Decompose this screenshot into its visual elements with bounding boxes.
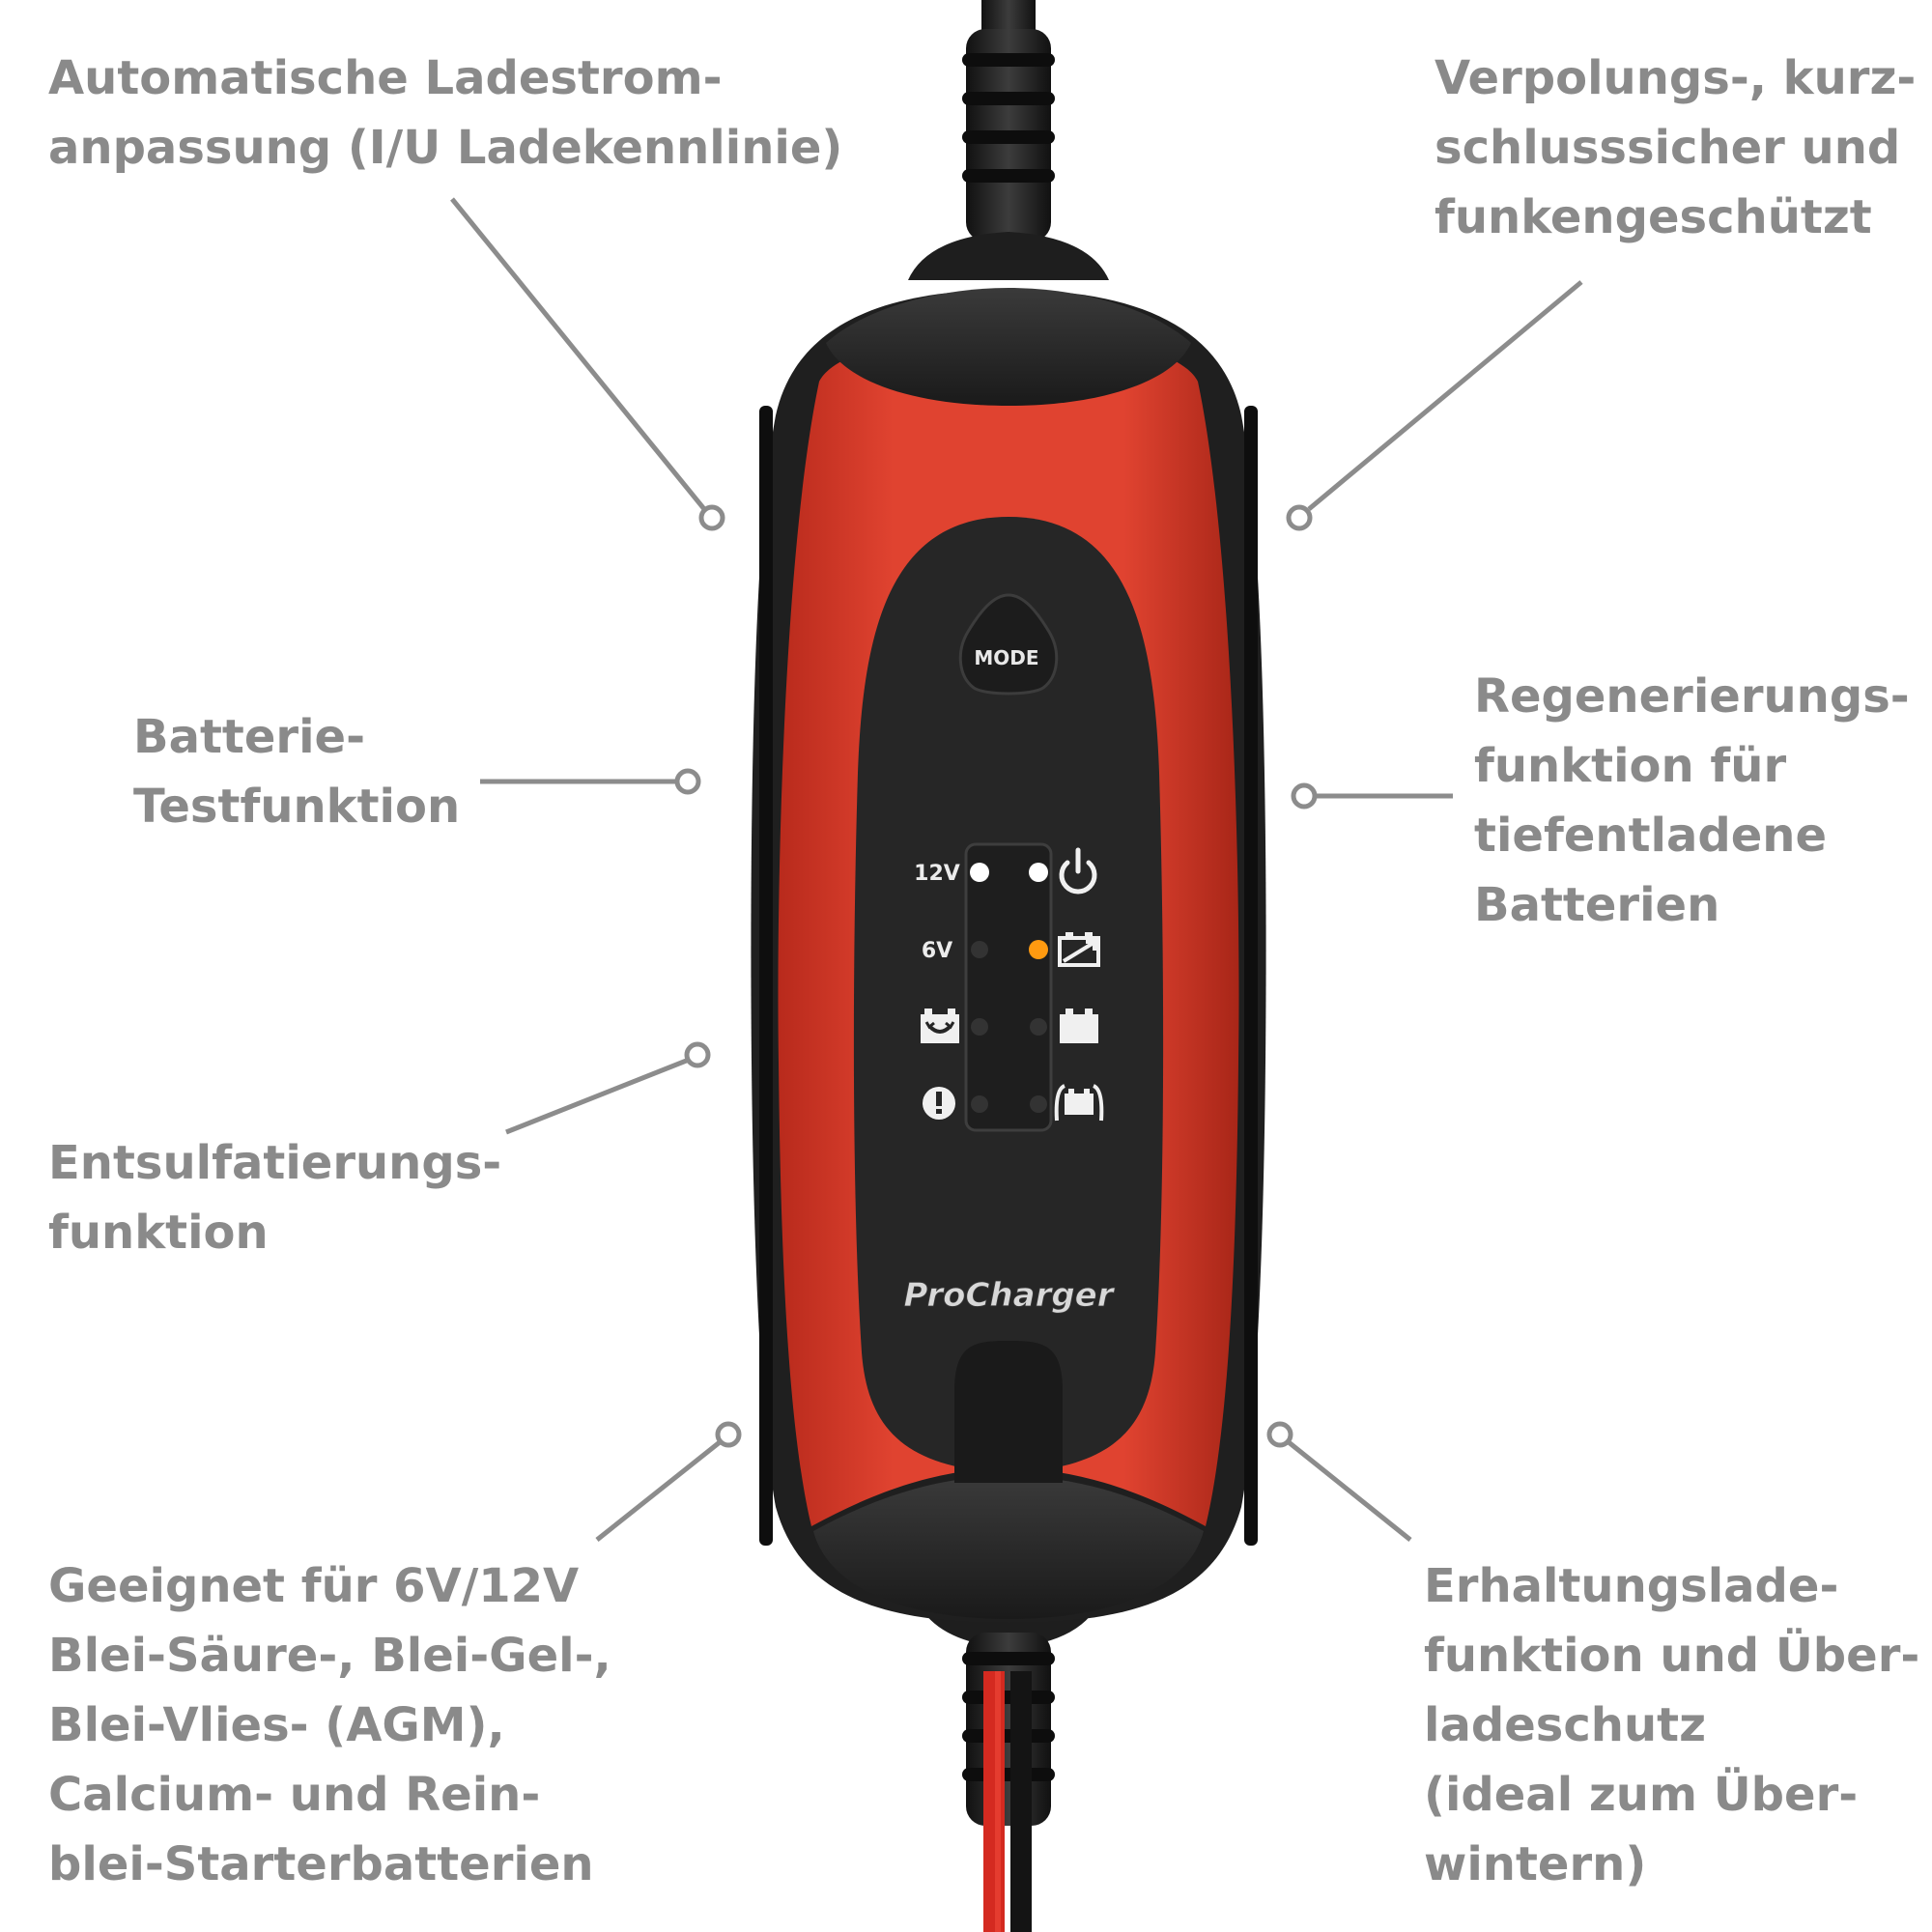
feature-line: Geeignet für 6V/12V <box>48 1559 580 1613</box>
label-12v: 12V <box>914 862 960 886</box>
feature-line: blei-Starterbatterien <box>48 1837 594 1891</box>
full-battery-icon <box>1060 1009 1098 1043</box>
feature-geeignet: Geeignet für 6V/12V Blei-Säure-, Blei-Ge… <box>48 1551 611 1899</box>
side-grip <box>759 406 1258 1546</box>
led-full <box>1030 1018 1047 1036</box>
feature-line: anpassung (I/U Ladekennlinie) <box>48 121 843 175</box>
recondition-battery-icon <box>921 1009 959 1043</box>
feature-ladestrom: Automatische Ladestrom- anpassung (I/U L… <box>48 43 842 183</box>
feature-erhaltung: Erhaltungslade- funktion und Über- lades… <box>1424 1551 1919 1899</box>
feature-regeneration: Regenerierungs- funktion für tiefentlade… <box>1474 662 1910 940</box>
feature-line: Verpolungs-, kurz- <box>1435 51 1917 105</box>
led-window <box>964 842 1053 1132</box>
feature-line: Testfunktion <box>133 780 461 834</box>
mode-button[interactable]: MODE <box>958 593 1059 696</box>
led-charging <box>1029 940 1048 959</box>
mode-button-label: MODE <box>974 646 1038 669</box>
bottom-tongue <box>954 1341 1063 1483</box>
car-battery-icon <box>1054 1084 1104 1122</box>
brand-logo: ProCharger <box>903 1276 1115 1315</box>
led-power <box>1029 863 1048 882</box>
label-6v: 6V <box>922 939 952 963</box>
led-winter <box>1030 1095 1047 1113</box>
top-cable <box>908 0 1109 280</box>
feature-line: schlusssicher und <box>1435 121 1901 175</box>
led-error <box>971 1095 988 1113</box>
feature-batterietest: Batterie- Testfunktion <box>133 702 460 841</box>
feature-line: Automatische Ladestrom- <box>48 51 723 105</box>
feature-line: Batterien <box>1474 878 1720 932</box>
feature-line: Blei-Vlies- (AGM), <box>48 1698 505 1752</box>
feature-line: (ideal zum Über- <box>1424 1768 1859 1822</box>
feature-line: Regenerierungs- <box>1474 669 1910 724</box>
feature-verpolung: Verpolungs-, kurz- schlusssicher und fun… <box>1435 43 1916 252</box>
feature-line: funktion und Über- <box>1424 1629 1920 1683</box>
feature-entsulfatierung: Entsulfatierungs- funktion <box>48 1128 501 1267</box>
error-icon <box>923 1087 955 1120</box>
feature-line: funktion für <box>1474 739 1787 793</box>
feature-line: tiefentladene <box>1474 809 1827 863</box>
feature-line: funktion <box>48 1206 269 1260</box>
top-cap <box>826 288 1191 406</box>
charging-battery-icon <box>1058 932 1100 967</box>
feature-line: wintern) <box>1424 1837 1647 1891</box>
bottom-cap <box>813 1476 1204 1619</box>
led-12v <box>970 863 989 882</box>
feature-line: funkengeschützt <box>1435 190 1872 244</box>
feature-line: ladeschutz <box>1424 1698 1707 1752</box>
power-icon <box>1059 847 1097 895</box>
feature-line: Batterie- <box>133 710 366 764</box>
led-6v <box>971 941 988 958</box>
feature-line: Calcium- und Rein- <box>48 1768 541 1822</box>
feature-line: Entsulfatierungs- <box>48 1136 502 1190</box>
callout-lines <box>450 197 1583 1542</box>
feature-line: Erhaltungslade- <box>1424 1559 1839 1613</box>
feature-line: Blei-Säure-, Blei-Gel-, <box>48 1629 611 1683</box>
led-recond <box>971 1018 988 1036</box>
bottom-cable <box>914 1594 1103 1932</box>
